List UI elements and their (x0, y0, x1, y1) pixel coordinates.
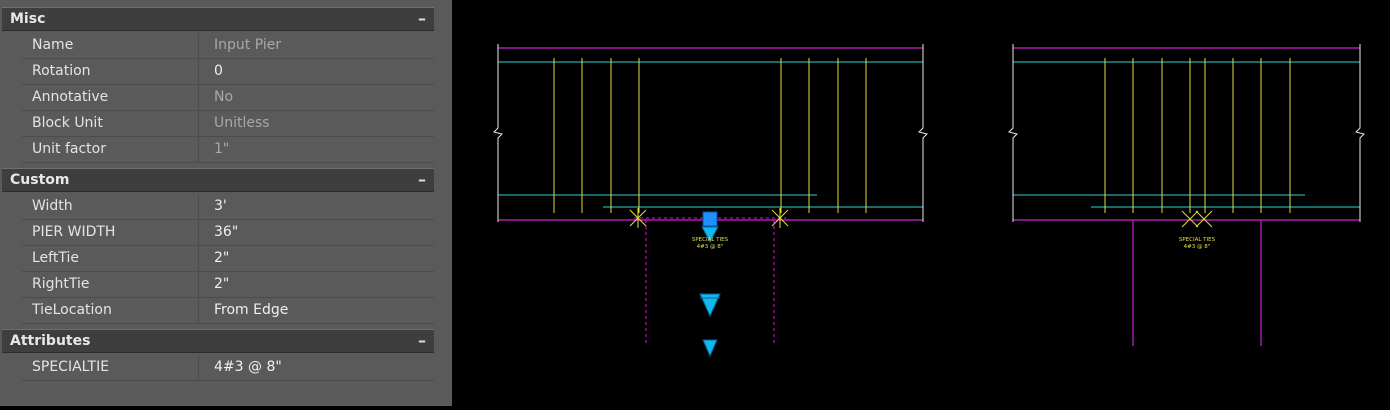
prop-row-specialtie[interactable]: SPECIALTIE 4#3 @ 8" (22, 355, 434, 381)
prop-name: Width (32, 198, 73, 214)
section-misc-header[interactable]: Misc – (2, 7, 434, 31)
prop-value: Input Pier (214, 37, 282, 53)
tie-marker-left-icon (629, 208, 647, 228)
prop-name: RightTie (32, 276, 90, 292)
column-divider[interactable] (198, 194, 199, 219)
collapse-icon[interactable]: – (418, 331, 426, 350)
flip-grip-icon[interactable] (701, 226, 719, 244)
section-title: Misc (10, 11, 46, 27)
tie-marker-right-icon (771, 208, 789, 228)
break-line-left (1008, 44, 1018, 222)
column-divider[interactable] (198, 33, 199, 58)
prop-value: No (214, 89, 234, 105)
prop-name: SPECIALTIE (32, 359, 110, 375)
prop-row-annotative[interactable]: Annotative No (22, 85, 434, 111)
collapse-icon[interactable]: – (418, 170, 426, 189)
prop-row-pier-width[interactable]: PIER WIDTH 36" (22, 220, 434, 246)
column-divider[interactable] (198, 355, 199, 380)
prop-name: TieLocation (32, 302, 112, 318)
left-label-line2: 4#3 @ 8" (697, 244, 724, 250)
prop-name: Rotation (32, 63, 91, 79)
prop-row-block-unit[interactable]: Block Unit Unitless (22, 111, 434, 137)
prop-value[interactable]: 3' (214, 198, 227, 214)
section-title: Custom (10, 172, 70, 188)
drawing-svg: SPECIAL TIES 4#3 @ 8" (493, 44, 1365, 358)
prop-name: Block Unit (32, 115, 103, 131)
left-pier-detail[interactable]: SPECIAL TIES 4#3 @ 8" (493, 44, 928, 358)
prop-value[interactable]: 36" (214, 224, 239, 240)
section-custom-header[interactable]: Custom – (2, 168, 434, 192)
prop-row-lefttie[interactable]: LeftTie 2" (22, 246, 434, 272)
column-divider[interactable] (198, 85, 199, 110)
lookup-grip-icon[interactable] (702, 339, 718, 358)
prop-row-unit-factor[interactable]: Unit factor 1" (22, 137, 434, 163)
right-label-line1: SPECIAL TIES (1179, 237, 1216, 243)
prop-name: Unit factor (32, 141, 106, 157)
right-pier-detail[interactable]: SPECIAL TIES 4#3 @ 8" (1008, 44, 1365, 346)
stirrups-left-group (553, 58, 867, 213)
prop-value[interactable]: 2" (214, 276, 230, 292)
prop-value: Unitless (214, 115, 270, 131)
column-divider[interactable] (198, 59, 199, 84)
prop-value[interactable]: 0 (214, 63, 223, 79)
column-divider[interactable] (198, 246, 199, 271)
column-divider[interactable] (198, 137, 199, 162)
column-divider[interactable] (198, 298, 199, 323)
break-line-right (918, 44, 928, 222)
prop-name: Name (32, 37, 74, 53)
prop-row-righttie[interactable]: RightTie 2" (22, 272, 434, 298)
prop-row-rotation[interactable]: Rotation 0 (22, 59, 434, 85)
prop-value[interactable]: From Edge (214, 302, 289, 318)
section-title: Attributes (10, 333, 91, 349)
prop-name: Annotative (32, 89, 109, 105)
stirrups-right-group (1104, 58, 1291, 213)
column-divider[interactable] (198, 220, 199, 245)
prop-row-tielocation[interactable]: TieLocation From Edge (22, 298, 434, 324)
right-label-line2: 4#3 @ 8" (1184, 244, 1211, 250)
tie-cross-marker-icon (1181, 210, 1213, 228)
break-line-left (493, 44, 503, 222)
prop-value[interactable]: 4#3 @ 8" (214, 359, 282, 375)
column-divider[interactable] (198, 111, 199, 136)
prop-row-name[interactable]: Name Input Pier (22, 33, 434, 59)
prop-value: 1" (214, 141, 230, 157)
prop-value[interactable]: 2" (214, 250, 230, 266)
cad-drawing-canvas[interactable]: SPECIAL TIES 4#3 @ 8" (452, 0, 1390, 406)
left-label-line1: SPECIAL TIES (692, 237, 729, 243)
properties-panel: Misc – Name Input Pier Rotation 0 Annota… (0, 0, 452, 406)
prop-name: PIER WIDTH (32, 224, 116, 240)
collapse-icon[interactable]: – (418, 9, 426, 28)
prop-name: LeftTie (32, 250, 79, 266)
column-divider[interactable] (198, 272, 199, 297)
stretch-grip-icon[interactable] (699, 293, 721, 318)
section-attributes-header[interactable]: Attributes – (2, 329, 434, 353)
prop-row-width[interactable]: Width 3' (22, 194, 434, 220)
base-point-grip-icon[interactable] (702, 211, 718, 227)
break-line-right (1355, 44, 1365, 222)
